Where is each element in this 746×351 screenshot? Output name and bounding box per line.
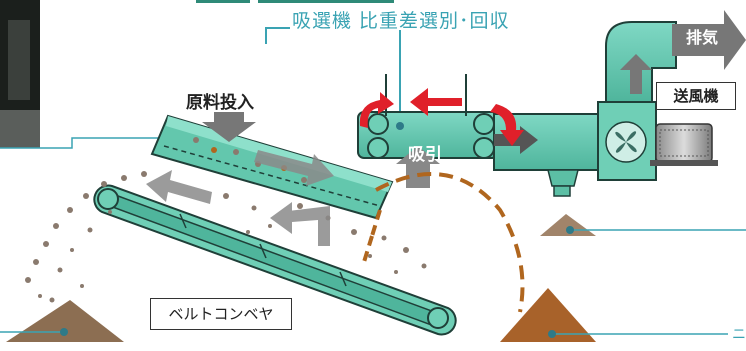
feed-input-label: 原料投入 [186, 93, 254, 113]
fan-icon [605, 121, 647, 163]
diagram-title: 吸選機 比重差選別･回収 [292, 10, 510, 32]
photo-corner [0, 0, 40, 148]
edge-text: ニ [732, 327, 746, 343]
belt-conveyor [93, 184, 457, 336]
suction-head [357, 74, 499, 159]
updraft-arrow [620, 54, 652, 94]
particle-stream-left [25, 171, 147, 303]
hopper-callout-line [0, 137, 175, 149]
debris-path [375, 172, 525, 313]
suction-label: 吸引 [408, 145, 442, 165]
top-strip [196, 0, 250, 3]
top-strip-2 [258, 0, 394, 3]
debris-path-2 [362, 209, 382, 263]
blower-label: 送風機 [656, 82, 736, 110]
brown-callout-dot [548, 330, 556, 338]
exhaust-label: 排気 [686, 28, 719, 47]
feed-chute [150, 114, 394, 220]
brown-pile [500, 288, 596, 342]
right-callout-dot [566, 226, 574, 234]
flow-arrows-gray [146, 150, 334, 246]
feed-input-arrow [202, 112, 256, 142]
motor [650, 123, 718, 166]
title-bracket-line [265, 27, 290, 44]
suction-callout-dot [396, 122, 404, 130]
particle-stream-belt [223, 193, 427, 274]
flow-arrows-red [359, 88, 524, 146]
left-callout-dot [60, 328, 68, 336]
main-duct [493, 21, 677, 197]
exhaust-arrow [672, 10, 746, 70]
belt-conveyor-label: ベルトコンベヤ [150, 298, 292, 330]
